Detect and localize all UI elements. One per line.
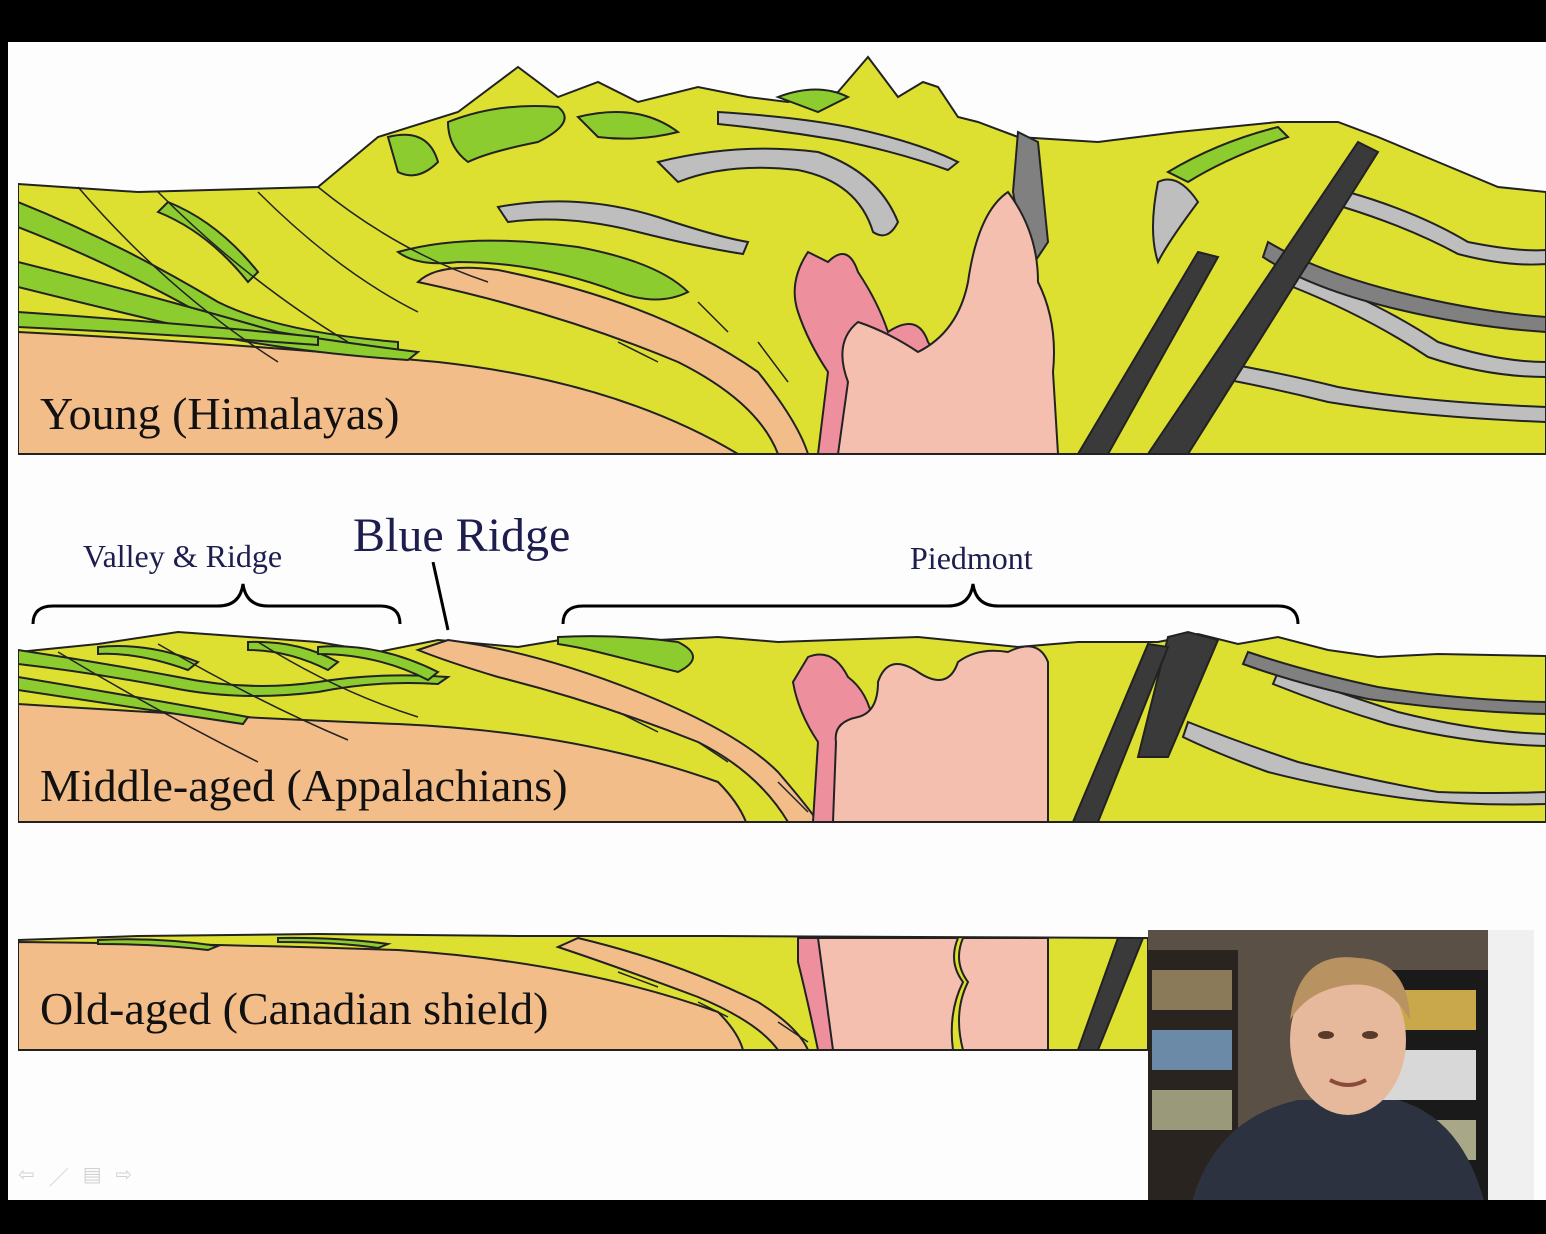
prev-arrow-icon[interactable]: ⇦ — [18, 1162, 35, 1191]
pen-icon[interactable]: ／ — [49, 1162, 69, 1191]
label-blue-ridge: Blue Ridge — [353, 508, 570, 563]
next-arrow-icon[interactable]: ⇨ — [116, 1162, 133, 1191]
pointer-blue-ridge — [433, 562, 448, 630]
webcam-scene — [1148, 930, 1534, 1218]
old-granite-pink-2 — [818, 938, 963, 1050]
caption-young: Young (Himalayas) — [40, 387, 399, 440]
presenter-webcam — [1148, 930, 1534, 1218]
bracket-piedmont — [563, 584, 1298, 624]
bracket-valley-ridge — [33, 584, 400, 624]
video-bottom-bar — [0, 1200, 1546, 1234]
cross-section-middle: Middle-aged (Appalachians) — [18, 622, 1546, 827]
menu-icon[interactable]: ▤ — [83, 1162, 102, 1191]
cross-section-young: Young (Himalayas) — [18, 42, 1546, 462]
caption-middle: Middle-aged (Appalachians) — [40, 759, 568, 812]
video-top-bar — [0, 0, 1546, 42]
caption-old: Old-aged (Canadian shield) — [40, 982, 548, 1035]
bookshelf-left — [1152, 970, 1232, 1130]
slide-nav-controls: ⇦ ／ ▤ ⇨ — [18, 1162, 132, 1191]
old-granite-pink-3 — [959, 938, 1048, 1050]
